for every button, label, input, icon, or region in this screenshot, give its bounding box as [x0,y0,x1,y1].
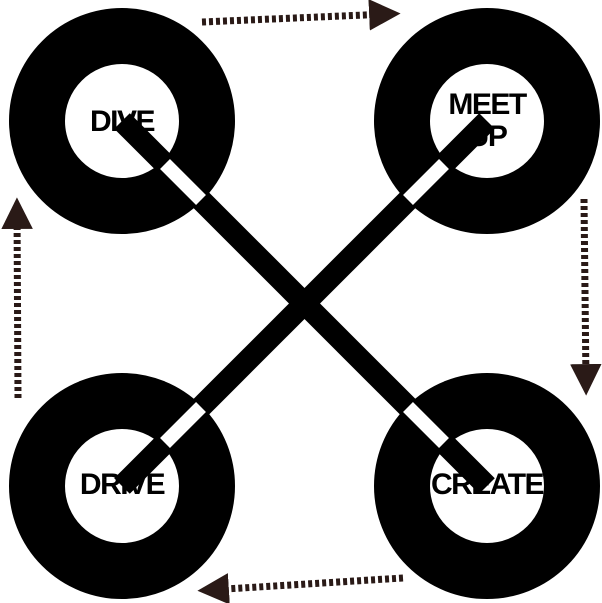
notch-drive [160,402,206,448]
label-create: CREATE [431,468,544,501]
arrow-meetup-to-create [570,198,602,396]
ring-create [374,373,600,599]
notch-meet-up [403,159,449,205]
label-meet: MEET [448,88,527,121]
ring-meet-up [374,8,600,234]
arrow-drive-to-dive [1,197,33,399]
label-up: UP [468,120,507,153]
ring-drive [9,373,235,599]
label-drive: DRIVE [80,468,165,501]
arrow-create-to-drive [197,573,404,603]
notch-create [403,402,449,448]
ring-dive [9,8,235,234]
arrow-dive-to-meetup [201,0,401,31]
notch-dive [160,159,206,205]
label-dive: DIVE [90,105,155,138]
